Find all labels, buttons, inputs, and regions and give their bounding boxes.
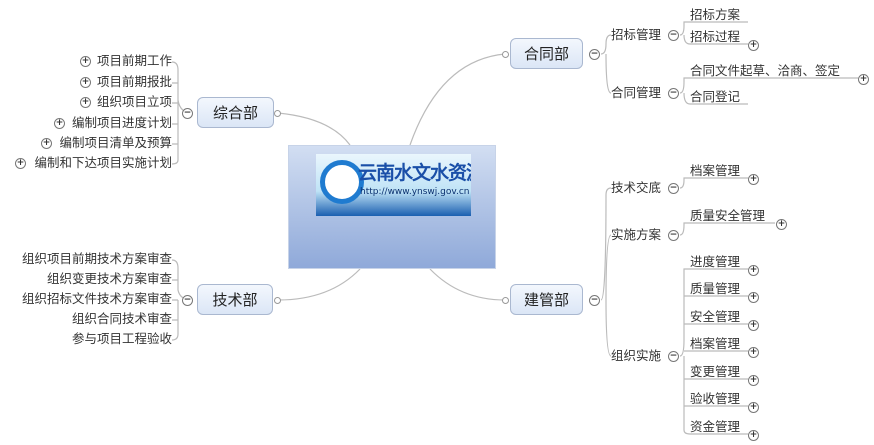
expand-button[interactable]: + (54, 118, 65, 129)
subtopic-jianguan-0[interactable]: 技术交底 (611, 180, 662, 195)
expand-button[interactable]: + (748, 402, 759, 413)
topic-jianguan[interactable]: 建管部 (510, 284, 583, 315)
expand-button[interactable]: + (858, 74, 869, 85)
expand-button[interactable]: + (80, 77, 91, 88)
expand-button[interactable]: + (41, 138, 52, 149)
leaf-jianguan-2-1[interactable]: 质量管理 (690, 281, 741, 296)
subtopic-zonghe-0[interactable]: 项目前期工作 (96, 53, 172, 68)
collapse-button[interactable]: − (668, 30, 679, 41)
topic-jishu[interactable]: 技术部 (197, 284, 273, 315)
expand-button[interactable]: + (776, 219, 787, 230)
leaf-jianguan-2-0[interactable]: 进度管理 (690, 254, 741, 269)
leaf-hetong-0-1[interactable]: 招标过程 (690, 29, 741, 44)
expand-button[interactable]: + (748, 347, 759, 358)
expand-button[interactable]: + (748, 265, 759, 276)
logo-emblem-icon (320, 160, 364, 204)
logo-title: 云南水文水资源 (358, 162, 471, 184)
expand-button[interactable]: + (748, 430, 759, 441)
subtopic-zonghe-1[interactable]: 项目前期报批 (96, 74, 172, 89)
expand-button[interactable]: + (748, 320, 759, 331)
connector-dot (502, 297, 509, 304)
expand-button[interactable]: + (15, 158, 26, 169)
expand-button[interactable]: + (748, 174, 759, 185)
leaf-hetong-0-0[interactable]: 招标方案 (690, 7, 741, 22)
expand-button[interactable]: + (80, 56, 91, 67)
leaf-jianguan-2-3[interactable]: 档案管理 (690, 336, 741, 351)
leaf-hetong-1-1[interactable]: 合同登记 (690, 89, 741, 104)
subtopic-hetong-0[interactable]: 招标管理 (611, 27, 662, 42)
connector-dot (274, 297, 281, 304)
subtopic-hetong-1[interactable]: 合同管理 (611, 85, 662, 100)
collapse-button[interactable]: − (668, 230, 679, 241)
leaf-jianguan-2-5[interactable]: 验收管理 (690, 391, 741, 406)
expand-button[interactable]: + (748, 292, 759, 303)
expand-button[interactable]: + (748, 375, 759, 386)
topic-zonghe[interactable]: 综合部 (197, 97, 274, 128)
subtopic-zonghe-3[interactable]: 编制项目进度计划 (71, 115, 172, 130)
subtopic-jianguan-1[interactable]: 实施方案 (611, 227, 662, 242)
expand-button[interactable]: + (748, 40, 759, 51)
subtopic-zonghe-5[interactable]: 编制和下达项目实施计划 (34, 155, 172, 170)
collapse-hetong-button[interactable]: − (589, 49, 600, 60)
leaf-hetong-1-0[interactable]: 合同文件起草、洽商、签定 (690, 63, 841, 78)
subtopic-zonghe-4[interactable]: 编制项目清单及预算 (59, 135, 172, 150)
logo-url: http://www.ynswj.gov.cn (360, 187, 470, 197)
leaf-jianguan-2-2[interactable]: 安全管理 (690, 309, 741, 324)
collapse-jianguan-button[interactable]: − (589, 295, 600, 306)
leaf-jianguan-2-6[interactable]: 资金管理 (690, 419, 741, 434)
subtopic-zonghe-2[interactable]: 组织项目立项 (96, 94, 172, 109)
central-topic-image[interactable]: 云南水文水资源 http://www.ynswj.gov.cn (288, 145, 496, 269)
subtopic-jishu-0[interactable]: 组织项目前期技术方案审查 (21, 251, 172, 266)
leaf-jianguan-2-4[interactable]: 变更管理 (690, 364, 741, 379)
connector-dot (274, 110, 281, 117)
subtopic-jishu-1[interactable]: 组织变更技术方案审查 (46, 271, 172, 286)
subtopic-jishu-3[interactable]: 组织合同技术审查 (71, 311, 172, 326)
collapse-button[interactable]: − (668, 88, 679, 99)
collapse-button[interactable]: − (668, 183, 679, 194)
subtopic-jishu-2[interactable]: 组织招标文件技术方案审查 (21, 291, 172, 306)
leaf-jianguan-0-0[interactable]: 档案管理 (690, 163, 741, 178)
collapse-button[interactable]: − (668, 351, 679, 362)
ynswj-logo: 云南水文水资源 http://www.ynswj.gov.cn (316, 154, 471, 216)
collapse-jishu-button[interactable]: − (182, 295, 193, 306)
subtopic-jishu-4[interactable]: 参与项目工程验收 (71, 331, 172, 346)
subtopic-jianguan-2[interactable]: 组织实施 (611, 348, 662, 363)
connector-dot (502, 51, 509, 58)
expand-button[interactable]: + (80, 97, 91, 108)
leaf-jianguan-1-0[interactable]: 质量安全管理 (690, 208, 766, 223)
collapse-zonghe-button[interactable]: − (182, 108, 193, 119)
topic-hetong[interactable]: 合同部 (510, 38, 583, 69)
